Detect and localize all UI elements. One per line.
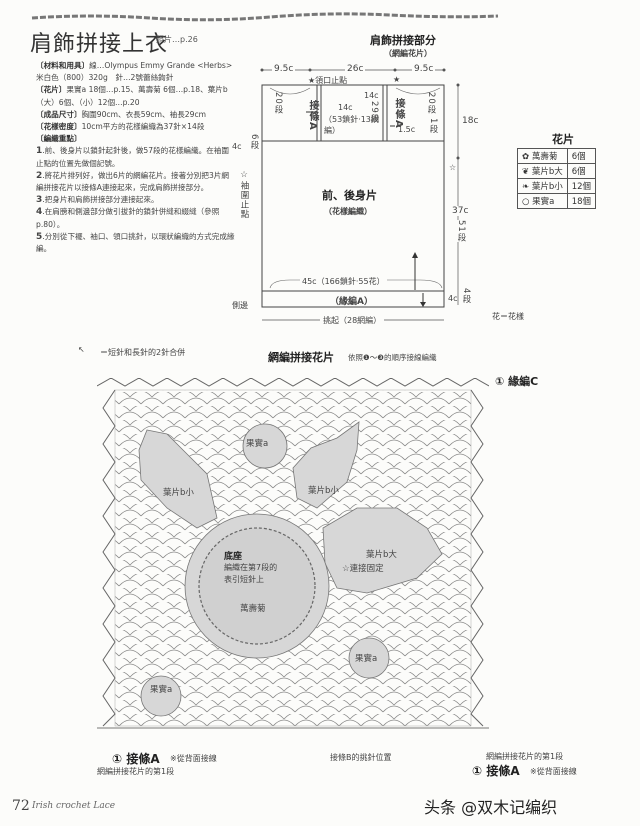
marigold-label: 萬壽菊 (240, 604, 266, 614)
mesh-motif-chart (97, 378, 489, 729)
strip-a-left-note: ※從背面接線 (170, 754, 217, 763)
dim-1-5c: 1.5c (398, 125, 416, 134)
leaf-small-left-label: 葉片b小 (163, 488, 194, 498)
motifs-line: 〔花片〕果實a 18個…p.15、萬壽菊 6個…p.18、葉片b（大）6個、（小… (36, 85, 228, 107)
width-center-label: 26c (345, 64, 366, 74)
step-3: 3.把身片和肩飾拼接部分連接起來。 (36, 195, 159, 206)
berry-left-label: 果實a (150, 685, 173, 695)
leaf-small-icon: ❧ (522, 182, 530, 192)
body-title: 前、後身片 (322, 189, 377, 202)
connect-fix-label: ☆連接固定 (342, 564, 384, 574)
leaf-large-icon: ❦ (522, 167, 530, 177)
table-row: ○ 果實a 18個 (517, 193, 597, 209)
armhole-star-right: ☆ (449, 163, 457, 172)
page-title: 肩飾拼接上衣 (30, 32, 169, 57)
rows-51: 51段 (455, 220, 467, 243)
strip-a-right: 接條A (393, 98, 404, 129)
edging-c-label: ① 緣編C (495, 375, 539, 388)
flower-note: 花＝花樣 (492, 312, 524, 321)
row1-left-label: 網編拼接花片的第1段 (97, 767, 175, 776)
row1-right-label: 網編拼接花片的第1段 (486, 752, 564, 761)
base-label: 底座 (224, 552, 243, 562)
strip-a-right-note: ※從背面接線 (530, 767, 577, 776)
step-4: 4.在肩膀和側邊部分做引拔針的鎖針併縫和綴縫（參照p.80）。 (36, 207, 220, 229)
legend-text: ＝短針和長針的2針合併 (100, 348, 186, 357)
center-width: 14c (338, 103, 353, 112)
photo-reference: 照片…p.26 (156, 35, 198, 44)
table-row: ❧ 葉片b小 12個 (517, 178, 597, 194)
left-4c: 4c (232, 142, 242, 151)
rows-1: 1段 (428, 118, 438, 134)
step-2: 2.將花片排列好，做出6片的網編花片。接著分別把3片網編拼接花片以接條A連接起來… (36, 170, 229, 193)
rows-4: 4段 (461, 288, 471, 304)
height-37c: 37c (452, 206, 469, 216)
star-marker: ★ (393, 75, 401, 84)
body-subtitle: （花樣編織） (324, 207, 372, 216)
strip-a-left-label: ① 接條A (112, 752, 160, 766)
strip-a-right-label: ① 接條A (472, 764, 520, 778)
flower-count-table: ✿ 萬壽菊 6個 ❦ 葉片b大 6個 ❧ 葉片b小 12個 ○ 果實a 18個 (517, 148, 597, 209)
berry-top-label: 果實a (246, 439, 269, 449)
pattern-specs: 〔材料和用具〕線…Olympus Emmy Grande <Herbs>米白色（… (36, 60, 236, 255)
watermark: 头条 @双木记编织 (424, 798, 558, 817)
rows-6: 6段 (249, 134, 259, 150)
edging-a-label: （緣編A） (330, 297, 373, 307)
strip-a-left: 接條A (307, 100, 318, 131)
base-note-2: 表引短針上 (224, 575, 264, 584)
gauge-line: 〔花樣密度〕10cm平方的花樣編織為37針×14段 (36, 122, 205, 132)
neck-point-label: ★領口止點 (308, 76, 348, 85)
rows-20-left: 20段 (273, 92, 283, 115)
rows-20-right: 20段 (426, 92, 436, 115)
mesh-chart-note: 依照❶～❸的順序接線編織 (348, 353, 437, 362)
pickup-label: 挑起（28網編） (320, 315, 385, 326)
mesh-chart-title: 網編拼接花片 (268, 351, 334, 364)
strip-b-pickup-label: 接條B的挑針位置 (330, 753, 392, 762)
points-label: 〔編織重點〕 (36, 134, 82, 144)
size-line: 〔成品尺寸〕胸圍90cm、衣長59cm、袖長29cm (36, 109, 207, 119)
decrease-symbol-icon: ↖ (78, 345, 85, 354)
book-brand: Irish crochet Lace (32, 801, 116, 811)
bottom-width: 45c（166鎖針·55花） (300, 276, 387, 287)
table-row: ❦ 葉片b大 6個 (517, 163, 597, 179)
base-note-1: 編織在第7段的 (224, 563, 278, 572)
marigold-icon: ✿ (522, 152, 530, 162)
width-left-label: 9.5c (272, 64, 296, 74)
flower-table-title: 花片 (552, 133, 574, 146)
side-seam-label: 側邊 (232, 301, 248, 310)
materials-line: 〔材料和用具〕線…Olympus Emmy Grande <Herbs>米白色（… (36, 61, 233, 83)
center-stitches: （53鎖針·13網編） (324, 115, 379, 135)
leaf-large-label: 葉片b大 (366, 550, 397, 560)
berry-icon: ○ (522, 197, 530, 207)
armhole-point-label: ☆袖圍止點 (239, 170, 249, 219)
step-5: 5.分別從下襬、袖口、領口挑針，以環狀編織的方式完成緣編。 (36, 231, 235, 254)
height-18c: 18c (462, 116, 479, 126)
leaf-small-right-label: 葉片b小 (308, 486, 339, 496)
side-width: 14c (364, 91, 379, 100)
chain-border-decoration (31, 12, 499, 22)
table-row: ✿ 萬壽菊 6個 (517, 148, 597, 164)
width-right-label: 9.5c (412, 64, 436, 74)
rows-29: 29段 (369, 101, 379, 124)
bottom-4c: 4c (448, 294, 458, 303)
shoulder-subtitle: （網編花片） (384, 49, 432, 58)
step-1: 1.前、後身片以鎖針起針後，做57段的花樣編織。在袖圍止點的位置先做個記號。 (36, 146, 229, 168)
berry-right-label: 果實a (355, 654, 378, 664)
shoulder-title: 肩飾拼接部分 (370, 34, 436, 47)
page-number: 72 (12, 798, 30, 814)
